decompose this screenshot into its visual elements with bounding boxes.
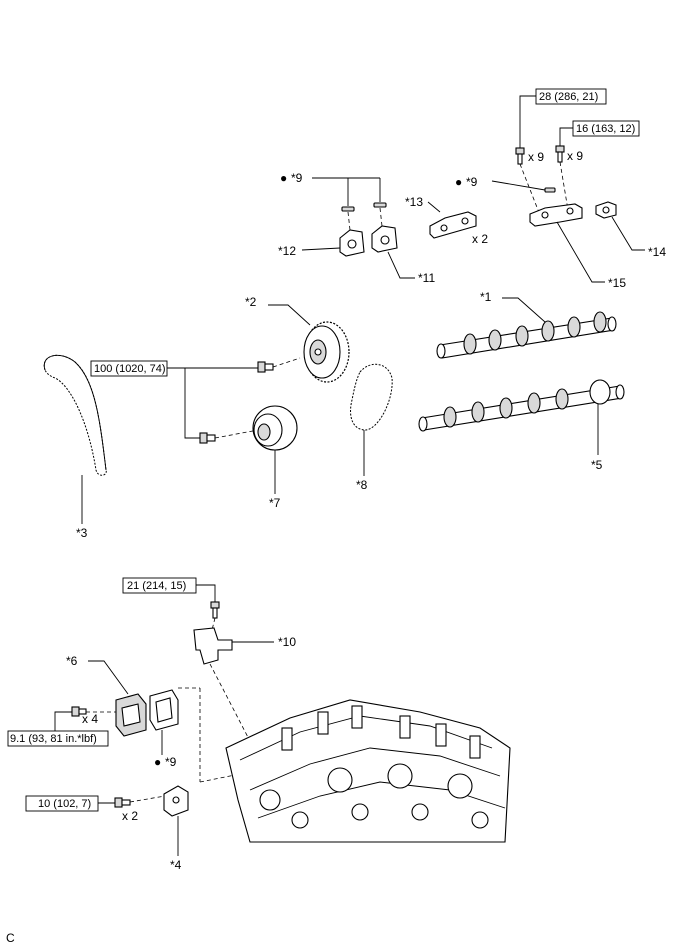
knock-pin-icon bbox=[544, 187, 556, 193]
camshaft-bearing-cap-icon bbox=[429, 211, 477, 239]
timing-chain-cover-plate-icon bbox=[115, 693, 147, 737]
qty-x9-b: x 9 bbox=[567, 149, 583, 163]
bullet-marker: ● bbox=[280, 171, 287, 185]
torque-label-21: 21 (214, 15) bbox=[127, 580, 186, 592]
cylinder-head-icon bbox=[225, 699, 511, 843]
callout-12: *12 bbox=[278, 244, 296, 258]
chain-sub-assembly-icon bbox=[350, 363, 393, 431]
gasket-icon bbox=[149, 689, 179, 731]
callout-4: *4 bbox=[170, 858, 182, 872]
callout-5: *5 bbox=[591, 458, 603, 472]
callout-3: *3 bbox=[76, 526, 88, 540]
camshaft-cap-bolt-icon bbox=[555, 145, 565, 163]
gear-bolt-icon bbox=[199, 432, 216, 444]
chain-vibration-damper-icon bbox=[163, 785, 189, 817]
exhaust-camshaft-timing-gear-icon bbox=[252, 405, 298, 451]
callout-9-c: *9 bbox=[466, 175, 478, 189]
figure-code: C bbox=[6, 931, 15, 945]
camshaft-cap-bolt-icon bbox=[515, 147, 525, 165]
knock-pin-icon bbox=[373, 202, 387, 208]
callout-11: *11 bbox=[418, 271, 435, 285]
bullet-marker: ● bbox=[455, 175, 462, 189]
cover-bolt-icon bbox=[71, 706, 87, 717]
torque-box-9-1 bbox=[7, 730, 109, 747]
callout-13: *13 bbox=[405, 195, 423, 209]
callout-7: *7 bbox=[269, 496, 281, 510]
guide-bolt-icon bbox=[114, 797, 131, 808]
timing-chain-icon bbox=[43, 354, 107, 476]
callout-10: *10 bbox=[278, 635, 296, 649]
callout-6: *6 bbox=[66, 654, 78, 668]
callout-8: *8 bbox=[356, 478, 368, 492]
callout-14: *14 bbox=[648, 245, 666, 259]
torque-label-28: 28 (286, 21) bbox=[539, 91, 598, 103]
torque-label-10: 10 (102, 7) bbox=[38, 798, 91, 810]
qty-x4: x 4 bbox=[82, 712, 98, 726]
camshaft-timing-gear-assembly-icon bbox=[303, 321, 350, 383]
callout-2: *2 bbox=[245, 295, 257, 309]
tensioner-bolt-icon bbox=[210, 601, 220, 619]
qty-x2-a: x 2 bbox=[472, 232, 488, 246]
callout-1: *1 bbox=[480, 290, 492, 304]
callout-15: *15 bbox=[608, 276, 626, 290]
torque-box-10 bbox=[25, 795, 99, 812]
torque-label-16: 16 (163, 12) bbox=[576, 123, 635, 135]
torque-box-28 bbox=[535, 88, 607, 105]
camshaft-bearing-cap-icon bbox=[339, 229, 365, 257]
torque-box-21 bbox=[122, 577, 197, 594]
torque-box-16 bbox=[572, 120, 640, 137]
gear-bolt-icon bbox=[257, 361, 274, 373]
torque-label-9-1: 9.1 (93, 81 in.*lbf) bbox=[10, 733, 97, 745]
camshaft-bearing-cap-icon bbox=[371, 225, 398, 253]
torque-label-100: 100 (1020, 74) bbox=[94, 363, 166, 375]
intake-camshaft-icon bbox=[436, 311, 617, 359]
knock-pin-icon bbox=[341, 206, 355, 212]
chain-tensioner-icon bbox=[193, 627, 233, 665]
callout-9-b: *9 bbox=[165, 755, 177, 769]
camshaft-bearing-cap-icon bbox=[595, 201, 617, 219]
bullet-marker: ● bbox=[154, 755, 161, 769]
qty-x2-b: x 2 bbox=[122, 809, 138, 823]
camshaft-bearing-cap-no1-icon bbox=[529, 203, 583, 227]
exhaust-camshaft-icon bbox=[418, 379, 625, 432]
callout-9-a: *9 bbox=[291, 171, 303, 185]
qty-x9-a: x 9 bbox=[528, 150, 544, 164]
torque-box-100 bbox=[90, 360, 168, 377]
